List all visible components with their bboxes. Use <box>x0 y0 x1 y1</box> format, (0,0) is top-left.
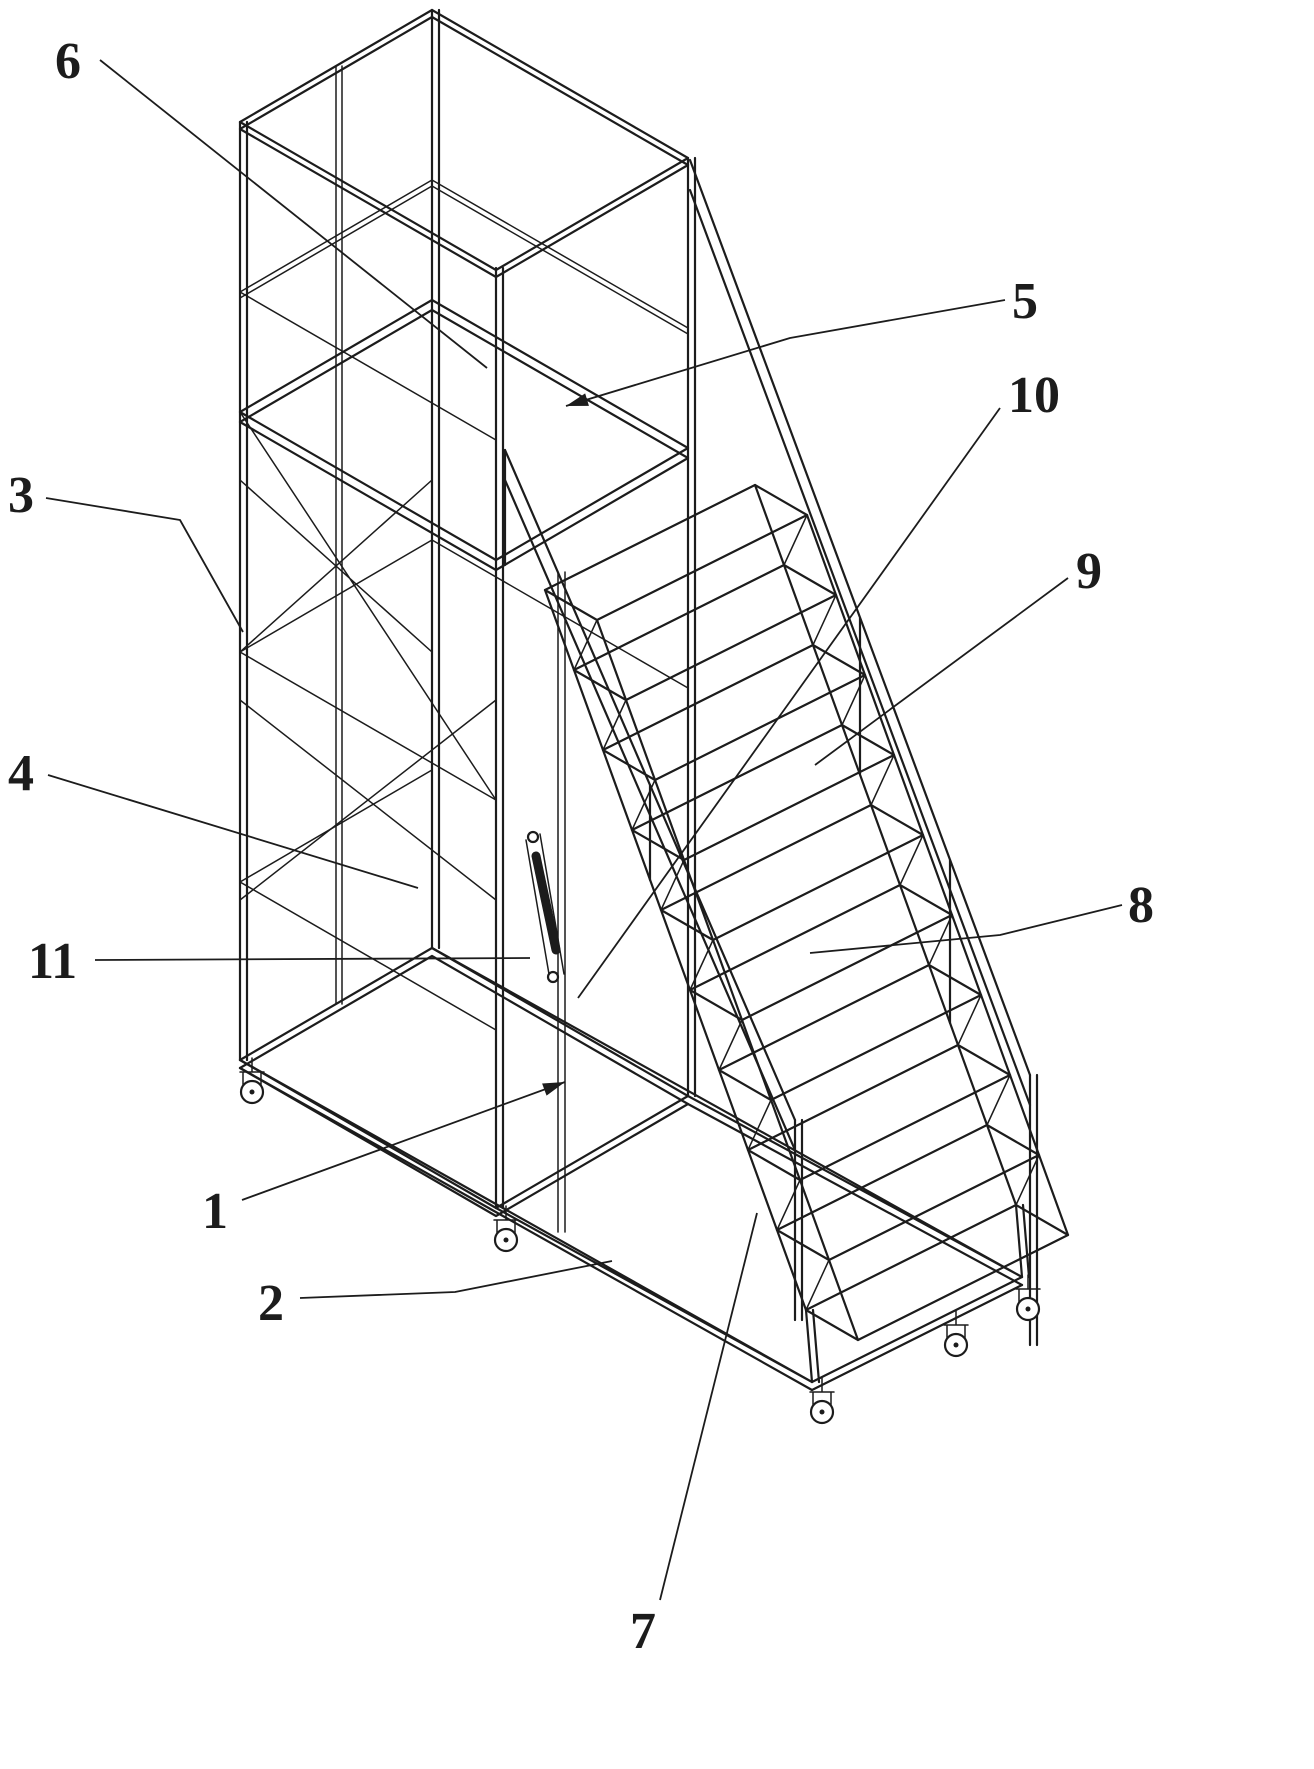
stair-riser <box>573 514 808 671</box>
casters <box>239 1057 1041 1425</box>
leader-line-8 <box>809 904 1123 954</box>
figure-label-7: 7 <box>630 1603 656 1660</box>
stair-riser <box>689 834 924 991</box>
leader-arrowhead-1 <box>542 1082 565 1096</box>
tower-post-back <box>430 8 441 950</box>
stair-tread <box>572 563 838 702</box>
stair-treads <box>543 483 1070 1342</box>
stair-riser <box>747 994 982 1151</box>
tower-post-right <box>686 156 697 1098</box>
caster-hub <box>503 1237 509 1243</box>
figure-label-9: 9 <box>1076 543 1102 600</box>
tower-frame <box>238 8 697 1233</box>
leader-line-2 <box>299 1260 613 1299</box>
stair-bottom-posts <box>804 1203 1031 1384</box>
caster-hub <box>1025 1306 1031 1312</box>
base-frame <box>238 946 1031 1392</box>
caster <box>1015 1274 1041 1322</box>
caster-fork <box>943 1310 969 1346</box>
stair-tread <box>630 723 896 862</box>
mid-guardrail <box>239 179 689 441</box>
gas-spring-rod <box>531 851 561 955</box>
leader-line-7 <box>659 1212 758 1601</box>
caster <box>943 1310 969 1358</box>
platform-deck <box>238 298 690 572</box>
gas-spring-pivot-bottom <box>546 970 560 984</box>
leader-line-4 <box>47 774 419 889</box>
caster-fork <box>239 1057 265 1093</box>
lower-rails <box>239 539 689 1031</box>
tower-post-front <box>494 266 505 1210</box>
figure-label-6: 6 <box>55 33 81 90</box>
stair-stringers <box>543 483 1070 1342</box>
tower-post-left <box>238 120 249 1062</box>
caster <box>809 1377 835 1425</box>
tower-post-mid <box>335 65 343 1005</box>
figure-label-5: 5 <box>1012 273 1038 330</box>
top-guardrail <box>238 8 690 279</box>
leader-line-9 <box>814 577 1069 766</box>
far-handrail-posts <box>858 616 1039 1347</box>
figure-label-8: 8 <box>1128 877 1154 934</box>
figure-label-10: 10 <box>1008 367 1060 424</box>
base-rectangle <box>238 946 690 1218</box>
caster-fork <box>1015 1274 1041 1310</box>
handrails <box>503 158 1039 1347</box>
figure-label-2: 2 <box>258 1275 284 1332</box>
leader-line-1 <box>241 1081 566 1201</box>
figure-label-3: 3 <box>8 467 34 524</box>
leader-arrowhead-5 <box>566 393 589 406</box>
stair-support-post <box>557 571 566 1233</box>
base-long-rails <box>238 946 1024 1392</box>
base-cross-rail <box>810 1275 1024 1392</box>
leader-line-3 <box>45 497 244 633</box>
near-handrail-posts <box>503 448 804 1322</box>
annotations: 6 5 10 9 3 4 11 8 12 7 <box>8 33 1154 1660</box>
staircase <box>543 483 1070 1342</box>
figure-label-11: 11 <box>28 933 77 990</box>
work-platform <box>238 298 690 572</box>
stair-riser <box>602 594 837 751</box>
caster <box>239 1057 265 1105</box>
figure-label-4: 4 <box>8 745 34 802</box>
caster-hub <box>953 1342 959 1348</box>
gas-spring-pivot-top <box>526 830 540 844</box>
figure-label-1: 1 <box>202 1183 228 1240</box>
leader-line-11 <box>94 957 531 961</box>
caster-hub <box>249 1089 255 1095</box>
stair-tread <box>746 1043 1012 1182</box>
stair-riser <box>805 1154 1040 1311</box>
stair-tread <box>659 803 925 942</box>
leader-line-5 <box>565 299 1006 407</box>
leader-line-6 <box>99 59 488 369</box>
stair-riser <box>718 914 953 1071</box>
stair-tread <box>601 643 867 782</box>
gas-spring <box>525 830 565 984</box>
caster-hub <box>819 1409 825 1415</box>
caster-fork <box>809 1377 835 1413</box>
caster <box>493 1205 519 1253</box>
stair-riser <box>631 674 866 831</box>
stair-tread <box>543 483 809 622</box>
stair-riser <box>660 754 895 911</box>
diagonal-braces <box>239 411 497 901</box>
caster-fork <box>493 1205 519 1241</box>
stair-tread <box>775 1123 1041 1262</box>
stair-tread <box>804 1203 1070 1342</box>
leader-line-10 <box>577 407 1001 999</box>
stair-riser <box>776 1074 1011 1231</box>
